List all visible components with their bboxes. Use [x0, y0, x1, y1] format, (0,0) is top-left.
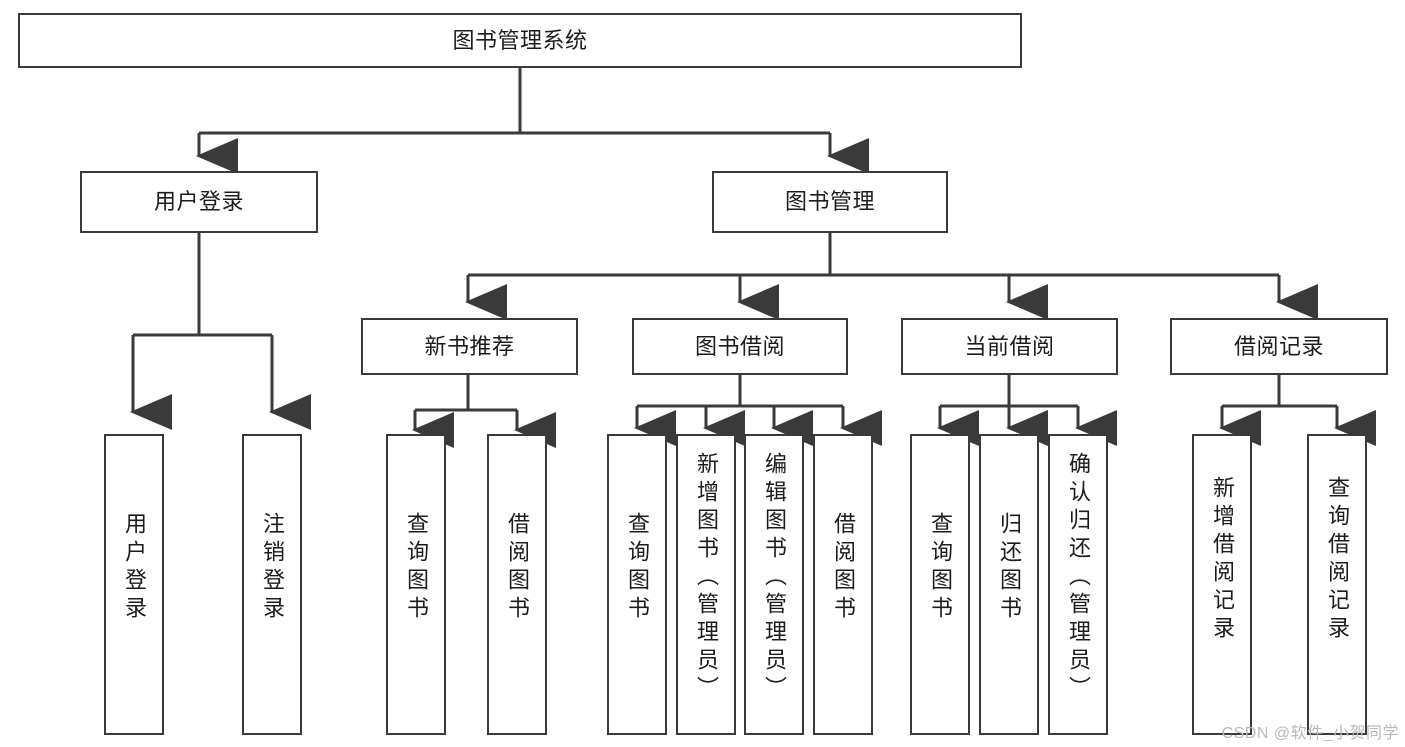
leaf-add-borrow-record[interactable]: 新增借阅记录 — [1192, 434, 1252, 735]
node-book-borrow-label: 图书借阅 — [694, 333, 785, 359]
leaf-borrow-book-recommend[interactable]: 借阅图书 — [487, 434, 547, 735]
leaf-confirm-return-admin-label: 确认归还（管理员） — [1066, 452, 1091, 704]
node-new-book-recommend-label: 新书推荐 — [424, 333, 515, 359]
node-new-book-recommend[interactable]: 新书推荐 — [361, 318, 578, 375]
node-user-login[interactable]: 用户登录 — [80, 171, 318, 233]
leaf-user-login-label: 用户登录 — [122, 512, 147, 624]
node-borrow-record[interactable]: 借阅记录 — [1170, 318, 1388, 375]
leaf-query-borrow-record[interactable]: 查询借阅记录 — [1307, 434, 1367, 735]
leaf-logout-label: 注销登录 — [260, 512, 285, 624]
leaf-query-book-recommend-label: 查询图书 — [404, 512, 429, 624]
leaf-return-book[interactable]: 归还图书 — [979, 434, 1039, 735]
leaf-add-borrow-record-label: 新增借阅记录 — [1210, 476, 1235, 644]
leaf-query-book-borrow-label: 查询图书 — [625, 512, 650, 624]
leaf-query-book-recommend[interactable]: 查询图书 — [386, 434, 446, 735]
leaf-query-borrow-record-label: 查询借阅记录 — [1325, 476, 1350, 644]
leaf-confirm-return-admin[interactable]: 确认归还（管理员） — [1048, 434, 1108, 735]
leaf-logout[interactable]: 注销登录 — [242, 434, 302, 735]
node-root-label: 图书管理系统 — [452, 27, 588, 53]
leaf-query-book-current[interactable]: 查询图书 — [910, 434, 970, 735]
leaf-borrow-book-label: 借阅图书 — [831, 512, 856, 624]
node-current-borrow-label: 当前借阅 — [964, 333, 1055, 359]
leaf-query-book-borrow[interactable]: 查询图书 — [607, 434, 667, 735]
node-user-login-label: 用户登录 — [153, 189, 244, 215]
leaf-add-book-admin-label: 新增图书（管理员） — [694, 452, 719, 704]
node-current-borrow[interactable]: 当前借阅 — [901, 318, 1118, 375]
node-root[interactable]: 图书管理系统 — [18, 13, 1022, 68]
node-book-borrow[interactable]: 图书借阅 — [632, 318, 848, 375]
leaf-borrow-book-recommend-label: 借阅图书 — [505, 512, 530, 624]
csdn-watermark: CSDN @软件_小贺同学 — [1221, 725, 1399, 742]
leaf-borrow-book[interactable]: 借阅图书 — [813, 434, 873, 735]
leaf-edit-book-admin-label: 编辑图书（管理员） — [762, 452, 787, 704]
node-book-management-label: 图书管理 — [784, 189, 875, 215]
leaf-query-book-current-label: 查询图书 — [928, 512, 953, 624]
node-borrow-record-label: 借阅记录 — [1233, 333, 1324, 359]
leaf-return-book-label: 归还图书 — [997, 512, 1022, 624]
node-book-management[interactable]: 图书管理 — [712, 171, 948, 233]
leaf-edit-book-admin[interactable]: 编辑图书（管理员） — [744, 434, 804, 735]
leaf-user-login[interactable]: 用户登录 — [104, 434, 164, 735]
leaf-add-book-admin[interactable]: 新增图书（管理员） — [676, 434, 736, 735]
